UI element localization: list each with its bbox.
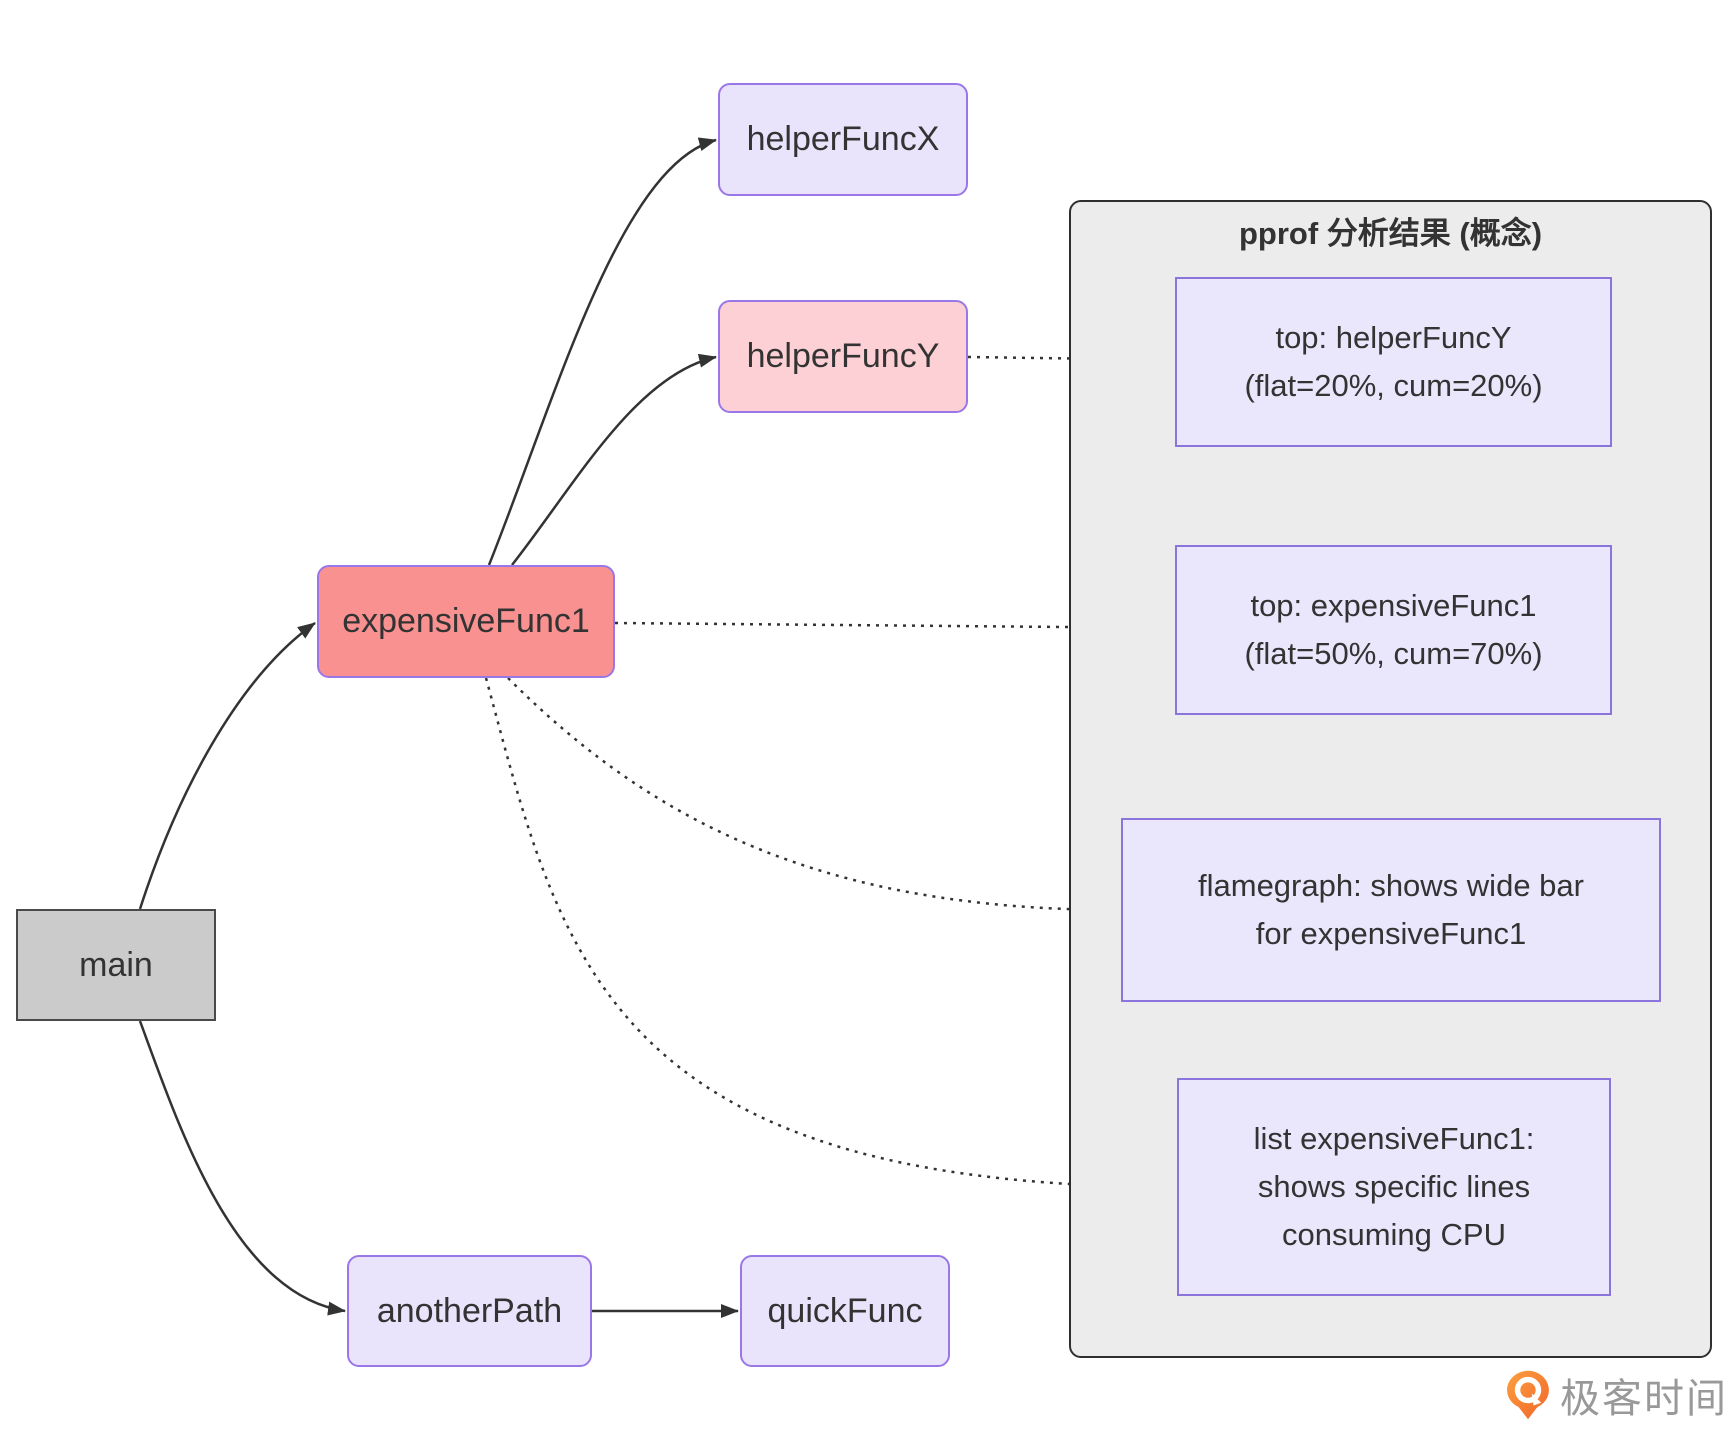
node-label: quickFunc <box>767 1291 923 1330</box>
result-line: (flat=20%, cum=20%) <box>1244 368 1543 403</box>
geektime-logo-icon <box>1507 1370 1549 1420</box>
edge-main-expensiveFunc1 <box>138 621 316 910</box>
edge-main-anotherPath <box>138 1020 346 1316</box>
geektime-logo-text: 极客时间 <box>1560 1377 1728 1421</box>
edge-expensiveFunc1-top-expensivefunc1 <box>614 620 1176 635</box>
node-main: main <box>16 909 216 1021</box>
node-helperfuncy: helperFuncY <box>718 300 968 413</box>
result-box-flamegraph: flamegraph: shows wide bar for expensive… <box>1121 818 1661 1002</box>
result-line: list expensiveFunc1: <box>1253 1121 1535 1156</box>
result-line: for expensiveFunc1 <box>1255 916 1527 951</box>
node-label: helperFuncX <box>746 120 940 158</box>
node-label: expensiveFunc1 <box>342 602 590 640</box>
node-label: anotherPath <box>376 1291 563 1330</box>
edge-expensiveFunc1-flamegraph <box>507 677 1120 917</box>
result-line: flamegraph: shows wide bar <box>1198 868 1584 903</box>
node-expensivefunc1: expensiveFunc1 <box>317 565 615 678</box>
node-helperfuncx: helperFuncX <box>718 83 968 196</box>
result-line: top: helperFuncY <box>1275 320 1512 355</box>
panel-title: pprof 分析结果 (概念) <box>1238 216 1543 251</box>
geektime-logo: 极客时间 <box>1506 1366 1728 1424</box>
result-box-top-helperfuncy: top: helperFuncY (flat=20%, cum=20%) <box>1175 277 1612 447</box>
result-box-list: list expensiveFunc1: shows specific line… <box>1177 1078 1611 1296</box>
result-line: (flat=50%, cum=70%) <box>1244 636 1543 671</box>
node-anotherpath: anotherPath <box>347 1255 592 1367</box>
node-quickfunc: quickFunc <box>740 1255 950 1367</box>
node-label: main <box>79 945 153 984</box>
edge-expensiveFunc1-helperFuncY <box>511 353 717 566</box>
result-line: shows specific lines <box>1257 1169 1531 1204</box>
edge-expensiveFunc1-helperFuncX <box>487 137 717 566</box>
result-box-top-expensivefunc1: top: expensiveFunc1 (flat=50%, cum=70%) <box>1175 545 1612 715</box>
node-label: helperFuncY <box>746 337 940 375</box>
result-line: consuming CPU <box>1282 1217 1506 1252</box>
result-line: top: expensiveFunc1 <box>1250 588 1537 623</box>
